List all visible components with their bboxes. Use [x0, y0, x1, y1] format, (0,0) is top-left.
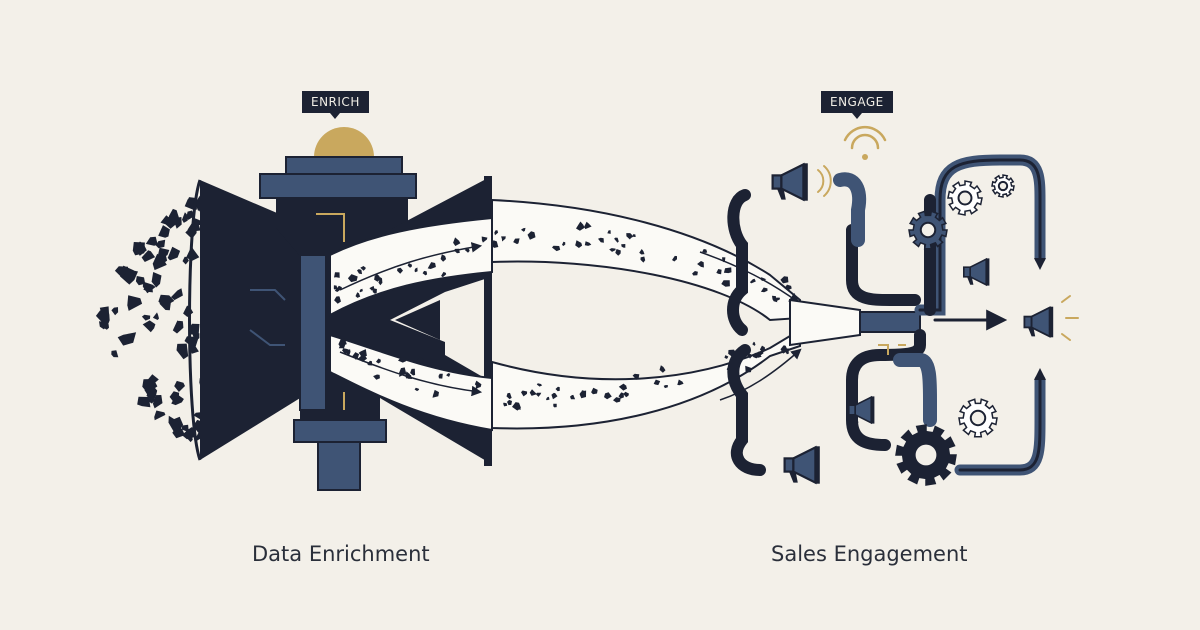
enrich-tag: ENRICH [302, 91, 369, 119]
gear-icon [958, 398, 998, 438]
gear-icon [991, 174, 1015, 198]
megaphone-icon [1023, 306, 1054, 338]
megaphone-icon [962, 257, 990, 287]
merge-junction [789, 298, 921, 347]
arrow-icon [339, 242, 483, 291]
arrow-icon [1034, 258, 1046, 270]
raw-data-fragments [95, 195, 211, 443]
gear-icon [908, 210, 948, 250]
gold-accent [878, 344, 906, 355]
data-enrichment-caption: Data Enrichment [252, 542, 430, 566]
arrow-icon [1034, 368, 1046, 380]
engage-tag: ENGAGE [821, 91, 893, 119]
arrow-icon [719, 348, 802, 401]
gear-icon [895, 424, 957, 486]
channel-data-particles [333, 221, 848, 411]
burst-lines [1061, 295, 1079, 341]
enrichment-machine [259, 127, 417, 491]
gold-dome [314, 127, 374, 157]
broadcast-waves [817, 165, 832, 197]
gears [895, 174, 1015, 486]
signal-icon [843, 125, 887, 160]
engagement-pipes [727, 154, 1046, 476]
megaphone-icon [771, 162, 808, 202]
funnel-icon [188, 179, 305, 461]
gear-icon [947, 180, 983, 216]
lower-data-channel [329, 328, 801, 432]
sales-engagement-caption: Sales Engagement [771, 542, 968, 566]
megaphone-icon [847, 395, 875, 425]
arrow-icon [699, 251, 800, 304]
megaphones [771, 162, 1054, 485]
megaphone-icon [783, 445, 820, 485]
